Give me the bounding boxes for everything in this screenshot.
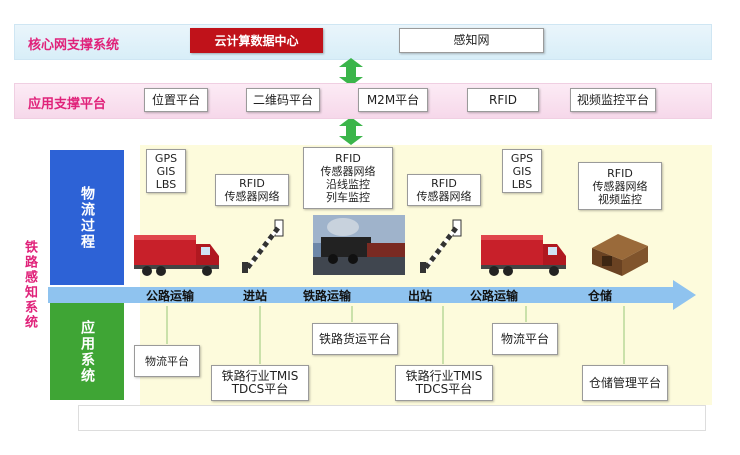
app-box-tmis-2: 铁路行业TMIS TDCS平台 [395,365,493,401]
sensor-text: 传感器网络 [224,190,280,203]
app-box-text: 铁路行业TMIS [405,369,483,383]
rail-sensing-label: 铁路感知系统 [22,240,37,330]
core-network-label: 核心网支撑系统 [28,38,120,53]
connector-lines [166,306,625,364]
qrcode-platform-box: 二维码平台 [246,88,320,112]
sensor-text: RFID [239,177,265,190]
app-box-text: 物流平台 [145,354,189,368]
sensor-box-storage: RFID 传感器网络 视频监控 [578,162,662,210]
stage-exit: 出站 [408,289,433,303]
logistics-process-label: 物流过程 [79,185,95,250]
sensor-box-exit: RFID 传感器网络 [407,174,481,206]
sensor-text: RFID [335,152,361,165]
app-box-rail-freight: 铁路货运平台 [312,323,398,355]
bottom-strip [78,405,706,431]
sensor-text: GIS [512,164,532,178]
truck-2-icon [481,235,566,276]
stage-road-transport-1: 公路运输 [146,289,195,303]
video-platform-box: 视频监控平台 [570,88,656,112]
rfid-platform-box: RFID [467,88,539,112]
iot-network-box: 感知网 [399,28,544,53]
app-box-text: 铁路货运平台 [318,331,391,346]
exit-gate-icon [420,219,462,273]
logistics-process-column: 物流过程 [50,150,124,285]
sensor-box-road-1: GPS GIS LBS [146,149,186,193]
stage-road-transport-2: 公路运输 [470,289,519,303]
connector-arrow-1-icon [339,58,363,86]
warehouse-icon [592,234,648,276]
sensor-text: GPS [510,151,534,165]
app-system-column: 应用系统 [50,303,124,400]
app-box-text: 仓储管理平台 [588,375,661,390]
sensor-text: LBS [511,177,533,191]
truck-1-icon [134,235,219,276]
sensor-text: 传感器网络 [592,179,648,193]
app-box-text: 物流平台 [500,331,549,346]
sensor-text: 传感器网络 [320,165,376,178]
logistics-flow-arrow [48,280,696,310]
sensor-text: GIS [156,164,176,178]
app-box-warehouse-mgmt: 仓储管理平台 [582,365,668,401]
sensor-text: 视频监控 [598,192,642,206]
stage-storage: 仓储 [588,289,613,303]
app-support-label: 应用支撑平台 [28,97,107,112]
sensor-box-road-2: GPS GIS LBS [502,149,542,193]
sensor-text: RFID [607,166,633,180]
location-platform-box: 位置平台 [144,88,208,112]
app-box-text: TDCS平台 [415,382,473,396]
sensor-text: 列车监控 [326,191,370,204]
app-box-logistics-2: 物流平台 [492,323,558,355]
app-box-text: TDCS平台 [231,382,289,396]
cloud-datacenter-box: 云计算数据中心 [190,28,323,53]
app-box-tmis-1: 铁路行业TMIS TDCS平台 [211,365,309,401]
app-box-text: 铁路行业TMIS [221,369,299,383]
entry-gate-icon [242,219,284,273]
sensor-text: 沿线监控 [326,178,370,191]
sensor-box-rail: RFID 传感器网络 沿线监控 列车监控 [303,147,393,209]
app-box-logistics-1: 物流平台 [134,345,200,377]
train-icon [313,215,405,275]
app-system-label: 应用系统 [79,319,95,384]
connector-arrow-2-icon [339,117,363,145]
sensor-box-entry: RFID 传感器网络 [215,174,289,206]
stage-entry: 进站 [243,289,268,303]
sensor-text: GPS [154,151,178,165]
sensor-text: LBS [155,177,177,191]
m2m-platform-box: M2M平台 [358,88,428,112]
sensor-text: 传感器网络 [416,190,472,203]
core-network-band [14,24,712,60]
stage-rail-transport: 铁路运输 [303,289,352,303]
sensor-text: RFID [431,177,457,190]
